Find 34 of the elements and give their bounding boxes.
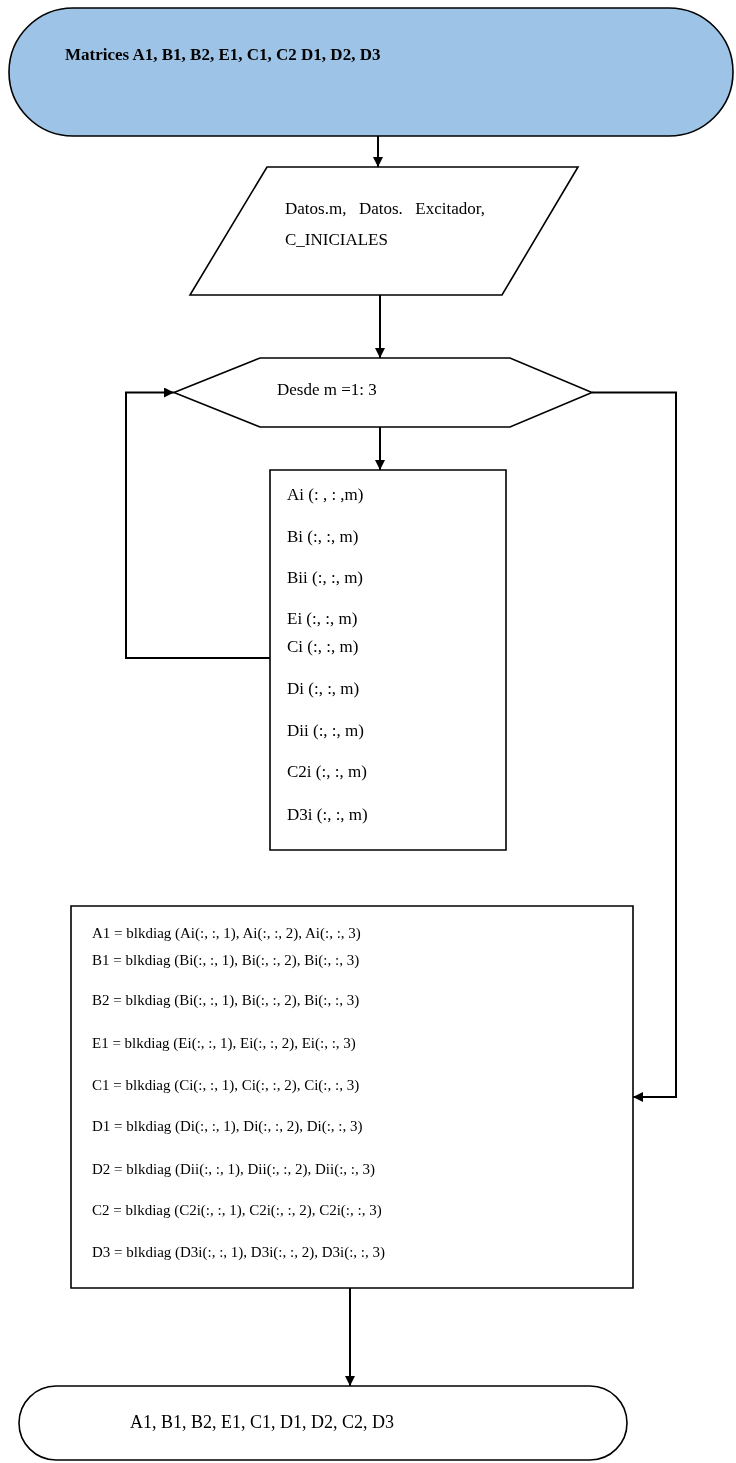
node-text: Ai (: , : ,m): [287, 485, 364, 505]
node-text: B1 = blkdiag (Bi(:, :, 1), Bi(:, :, 2), Bi(:, :, 3): [92, 951, 360, 970]
arrow: [345, 1287, 355, 1387]
loop-hexagon: [174, 358, 592, 427]
node-text: Matrices A1, B1, B2, E1, C1, C2 D1, D2, D3: [65, 45, 381, 65]
arrow: [375, 426, 385, 471]
node-text: Ei (:, :, m): [287, 609, 358, 629]
arrow: [125, 387, 271, 659]
node-text: Di (:, :, m): [287, 679, 360, 699]
arrow: [373, 135, 383, 168]
node-text: A1 = blkdiag (Ai(:, :, 1), Ai(:, :, 2), Ai(:, :, 3): [92, 924, 361, 943]
node-text: D3i (:, :, m): [287, 805, 368, 825]
node-text: Datos.m, Datos. Excitador, C_INICIALES: [285, 198, 485, 251]
node-text: Dii (:, :, m): [287, 721, 364, 741]
node-text: Ci (:, :, m): [287, 637, 359, 657]
start-terminal: [9, 8, 733, 136]
node-text: D1 = blkdiag (Di(:, :, 1), Di(:, :, 2), Di(:, :, 3): [92, 1117, 363, 1136]
arrow: [591, 391, 677, 1102]
node-text: C1 = blkdiag (Ci(:, :, 1), Ci(:, :, 2), Ci(:, :, 3): [92, 1076, 360, 1095]
node-text: Desde m =1: 3: [277, 380, 377, 400]
node-text: B2 = blkdiag (Bi(:, :, 1), Bi(:, :, 2), Bi(:, :, 3): [92, 991, 360, 1010]
node-text: E1 = blkdiag (Ei(:, :, 1), Ei(:, :, 2), Ei(:, :, 3): [92, 1034, 356, 1053]
node-text: A1, B1, B2, E1, C1, D1, D2, C2, D3: [130, 1412, 394, 1432]
node-text: D3 = blkdiag (D3i(:, :, 1), D3i(:, :, 2), D3i(:, :, 3): [92, 1243, 385, 1262]
node-text: D2 = blkdiag (Dii(:, :, 1), Dii(:, :, 2), Dii(:, :, 3): [92, 1160, 375, 1179]
arrow: [375, 294, 385, 359]
process-box: [71, 906, 633, 1288]
process-box: [270, 470, 506, 850]
end-terminal: [19, 1386, 627, 1460]
node-text: Bii (:, :, m): [287, 568, 364, 588]
node-text: C2 = blkdiag (C2i(:, :, 1), C2i(:, :, 2), C2i(:, :, 3): [92, 1201, 382, 1220]
input-parallelogram: [190, 167, 578, 295]
node-text: C2i (:, :, m): [287, 762, 367, 782]
node-text: Bi (:, :, m): [287, 527, 359, 547]
